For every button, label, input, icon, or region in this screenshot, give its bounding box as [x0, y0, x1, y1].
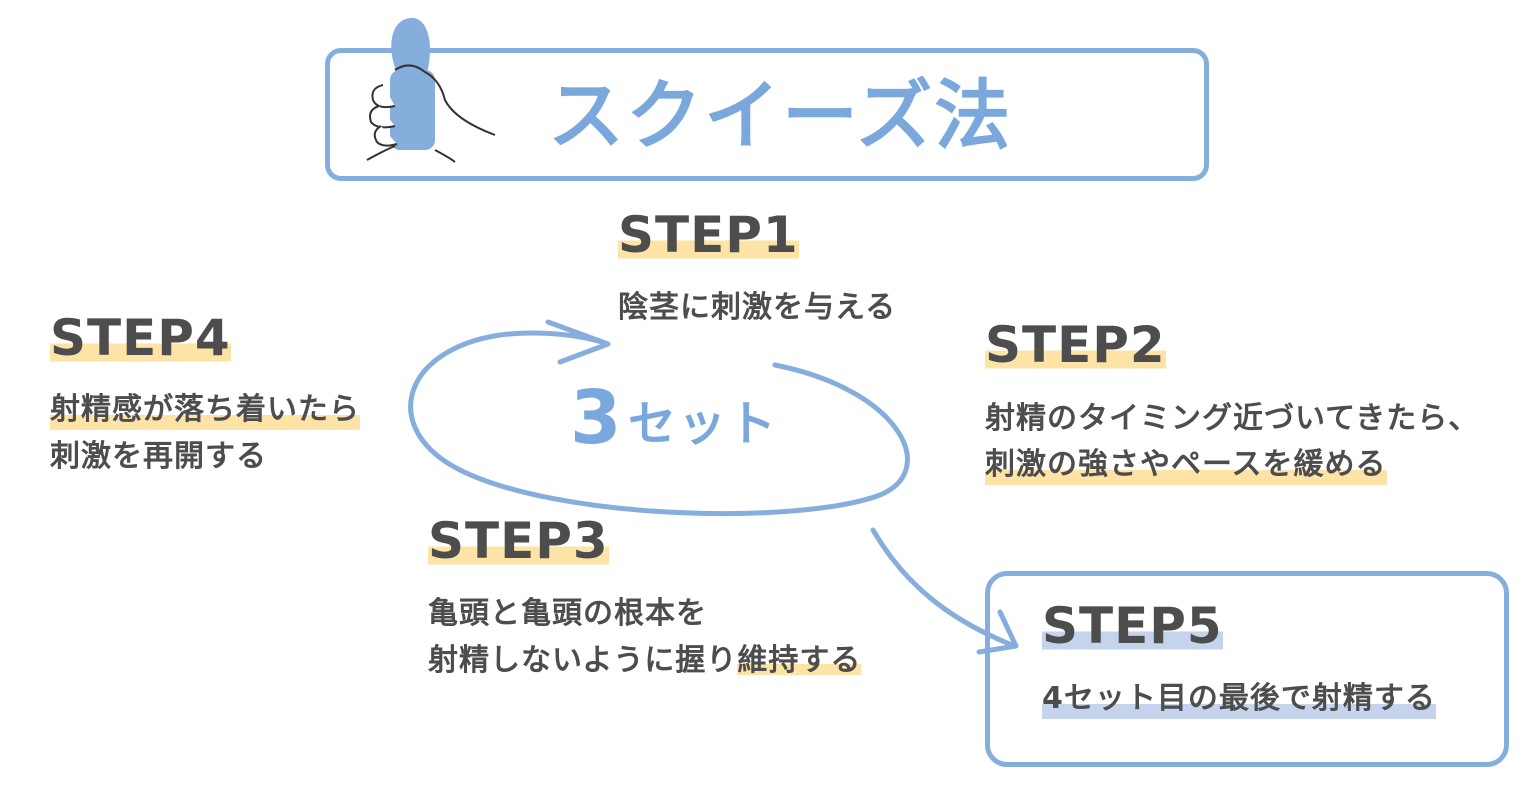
page-title: スクイーズ法 — [548, 71, 1013, 160]
step4-desc-line1: 射精感が落ち着いたら — [50, 386, 360, 434]
step3-desc-line2: 射精しないように握り維持する — [428, 637, 862, 685]
cycle-arrowhead — [545, 319, 611, 365]
step5-box — [985, 571, 1509, 767]
step3-desc-line1: 亀頭と亀頭の根本を — [428, 596, 707, 631]
step5-desc: 4セット目の最後で射精する — [1042, 675, 1436, 723]
step2-desc-line2: 刺激の強さやペースを緩める — [985, 441, 1387, 489]
step2-label: STEP2 — [985, 316, 1166, 374]
step3-label: STEP3 — [428, 512, 609, 570]
step1-label: STEP1 — [618, 206, 799, 264]
cycle-loop-arrow — [408, 330, 910, 516]
set-count-number: 3 — [570, 375, 622, 461]
step5-label: STEP5 — [1042, 597, 1223, 655]
step4-desc-line2: 刺激を再開する — [50, 439, 267, 474]
step1-desc: 陰茎に刺激を与える — [618, 290, 897, 325]
step3-desc-line2a: 射精しないように握り — [428, 643, 738, 678]
hand-gripping-icon — [366, 17, 496, 163]
exit-arrow — [870, 527, 1015, 648]
step3-desc-line2b: 維持する — [737, 643, 862, 678]
title-box — [325, 48, 1209, 181]
exit-arrowhead — [976, 609, 1019, 655]
step2-desc-line1: 射精のタイミング近づいてきたら、 — [985, 401, 1480, 436]
set-count-unit: セット — [628, 396, 779, 452]
step4-label: STEP4 — [50, 309, 231, 367]
